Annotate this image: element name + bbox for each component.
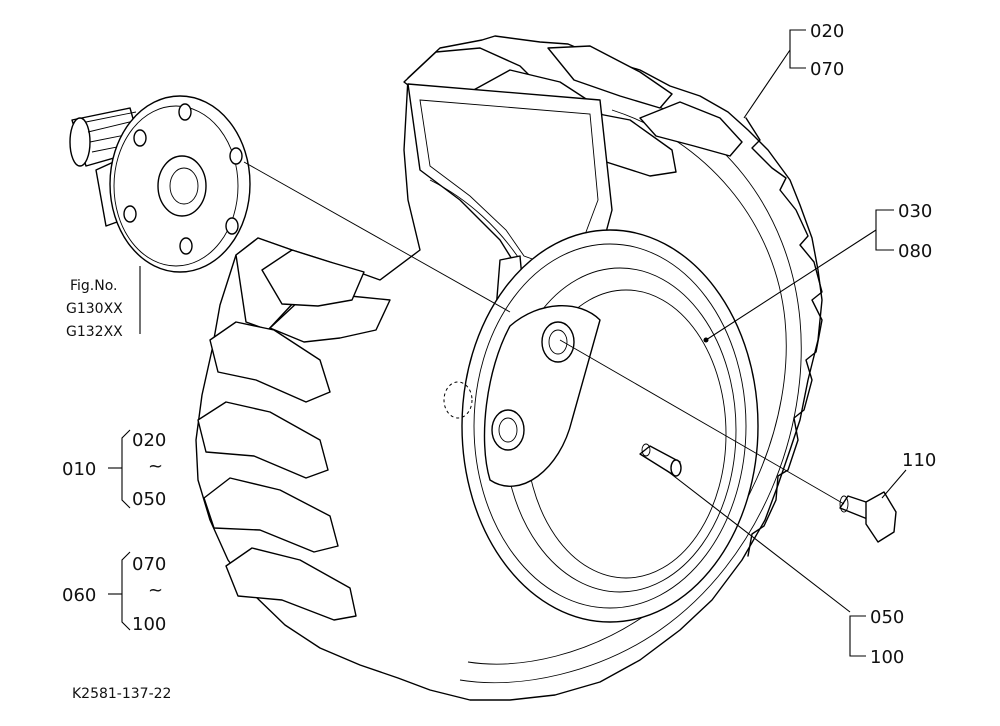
hub-flange bbox=[69, 95, 251, 273]
wheel-rim bbox=[443, 229, 759, 623]
label-range-010-from: 020 bbox=[132, 430, 166, 451]
valve-stem bbox=[639, 443, 682, 477]
label-range-060-id: 060 bbox=[62, 585, 96, 606]
label-valve-050: 050 bbox=[870, 607, 904, 628]
label-range-060-from: 070 bbox=[132, 554, 166, 575]
label-fig-title: Fig.No. bbox=[70, 278, 118, 294]
part-labels: 020 070 030 080 110 050 100 Fig.No. G130… bbox=[62, 21, 936, 702]
label-range-060-to: 100 bbox=[132, 614, 166, 635]
label-bolt-110: 110 bbox=[902, 450, 936, 471]
label-range-060-tilde: ~ bbox=[148, 580, 163, 601]
label-tire-070: 070 bbox=[810, 59, 844, 80]
label-rim-080: 080 bbox=[898, 241, 932, 262]
label-tire-020: 020 bbox=[810, 21, 844, 42]
label-valve-100: 100 bbox=[870, 647, 904, 668]
label-rim-030: 030 bbox=[898, 201, 932, 222]
label-range-010-tilde: ~ bbox=[148, 456, 163, 477]
label-fig-g132: G132XX bbox=[66, 324, 123, 340]
label-fig-g130: G130XX bbox=[66, 301, 123, 317]
leader-lines bbox=[108, 29, 907, 657]
wheel-bolt bbox=[839, 491, 897, 543]
label-range-010-to: 050 bbox=[132, 489, 166, 510]
drawing-code: K2581-137-22 bbox=[72, 686, 171, 702]
label-range-010-id: 010 bbox=[62, 459, 96, 480]
